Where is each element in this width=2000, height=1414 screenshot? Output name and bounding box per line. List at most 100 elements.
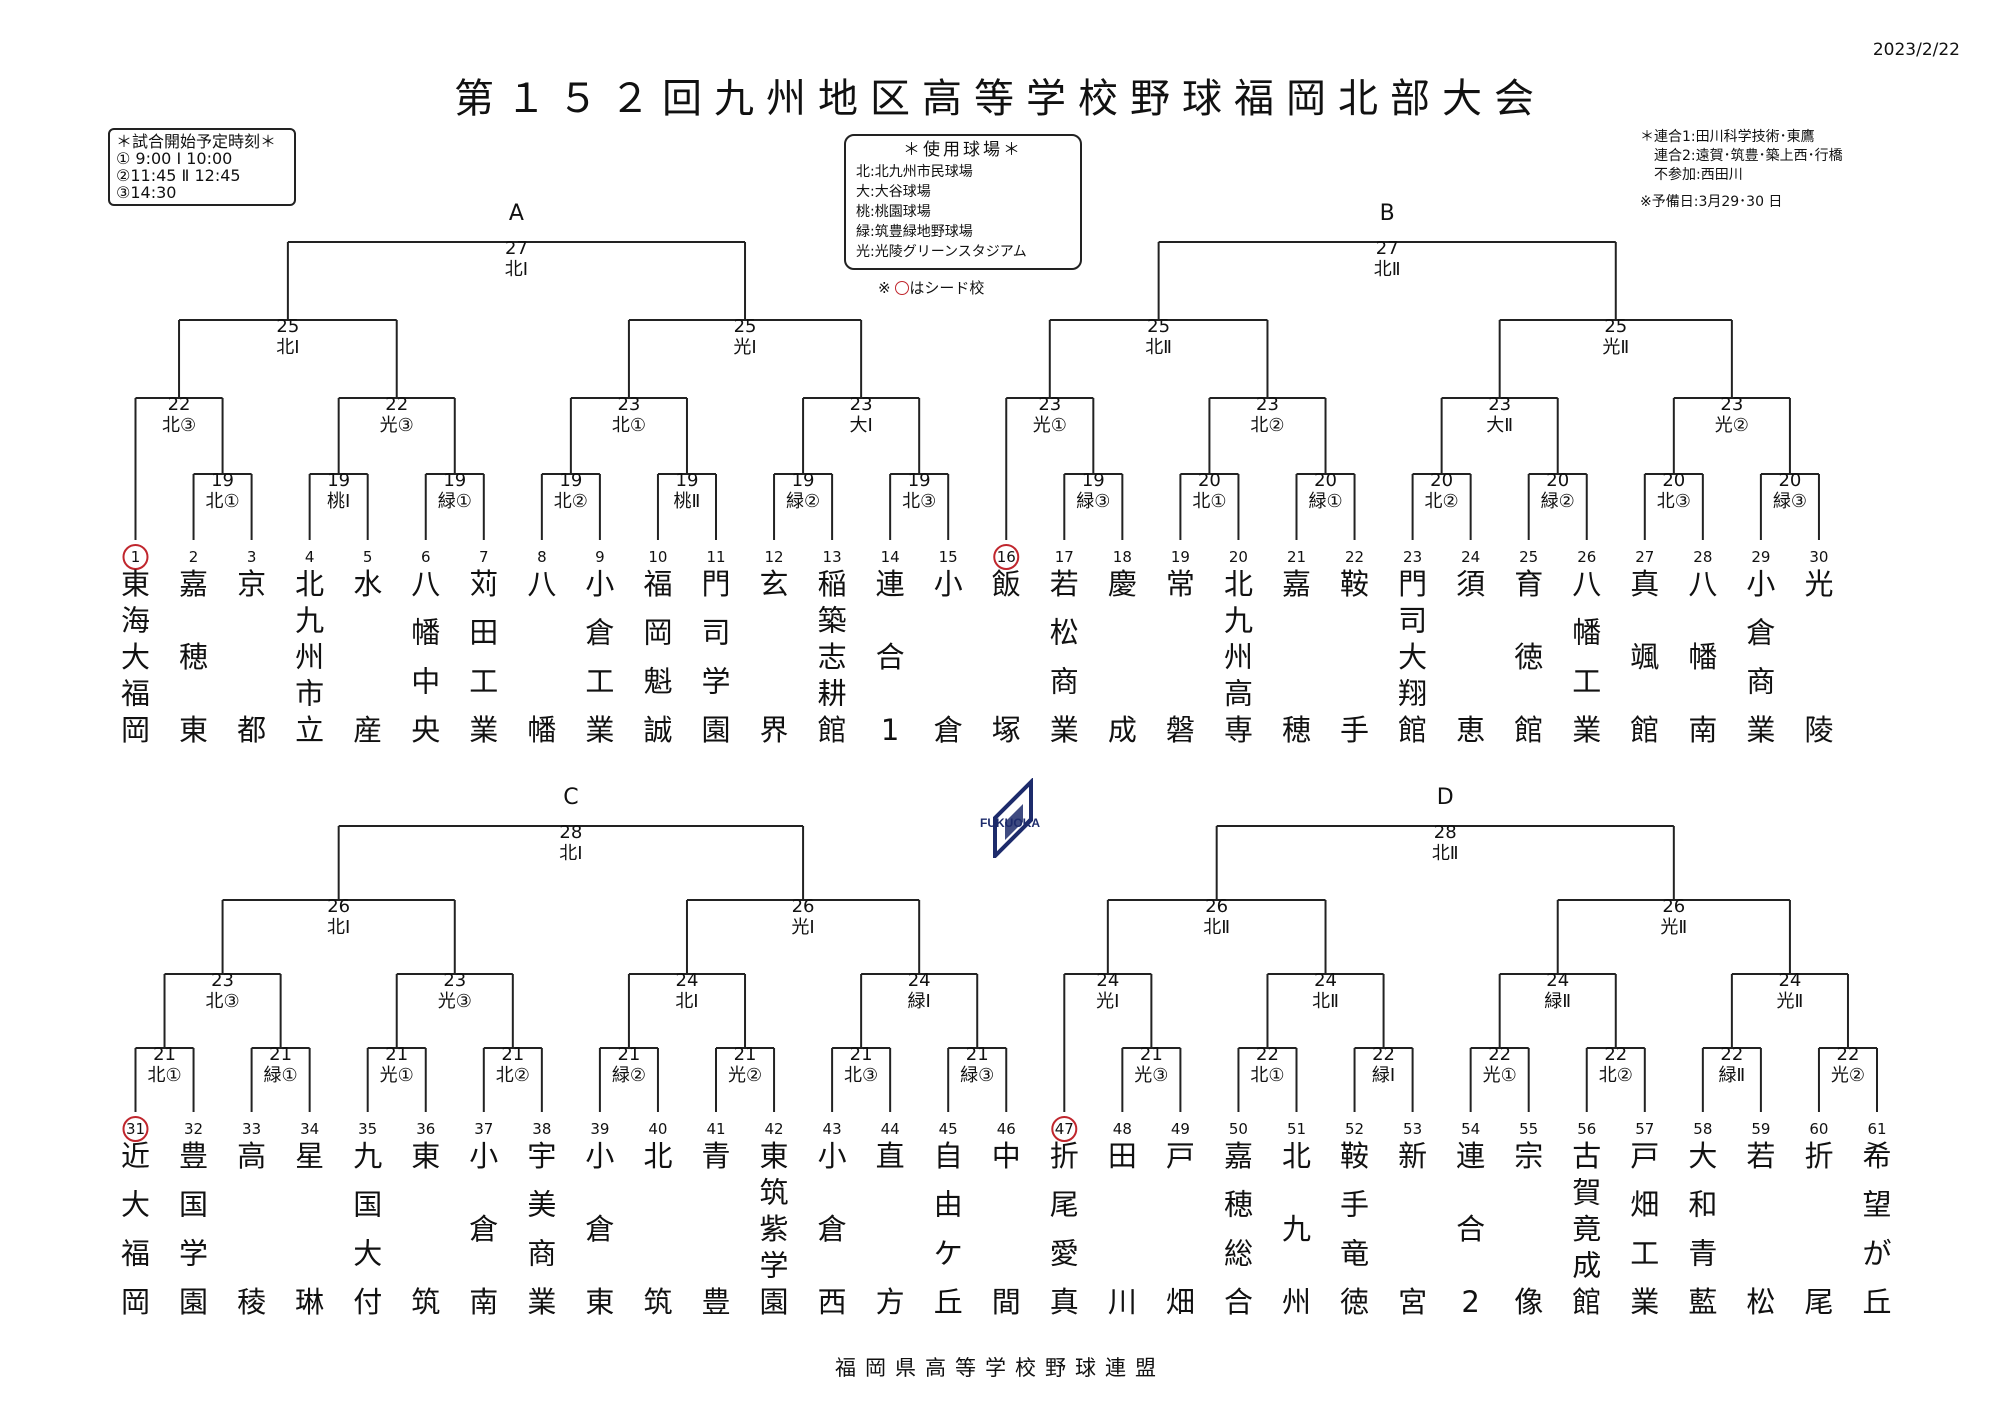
team-name-char: 工	[1572, 664, 1601, 698]
match-venue: 緑③	[1773, 491, 1807, 512]
team-name-char: 手	[1340, 713, 1369, 747]
match-date: 22	[1256, 1044, 1279, 1065]
team-number: 44	[881, 1120, 900, 1138]
team-number: 58	[1693, 1120, 1712, 1138]
team-name-char: 稜	[237, 1285, 266, 1319]
team-name-char: 嘉	[1282, 567, 1311, 601]
match-date: 28	[1434, 822, 1457, 843]
team-name-char: 大	[121, 1188, 150, 1222]
match-date: 24	[1778, 970, 1801, 991]
team-name-char: 業	[1050, 713, 1079, 747]
team-name-char: 海	[121, 604, 150, 638]
team-name-char: 館	[1572, 1285, 1601, 1319]
notes-box: ＊連合1:田川科学技術･東鷹 連合2:遠賀･筑豊･築上西･行橋 不参加:西田川 …	[1640, 128, 1843, 212]
team-name-char: 園	[760, 1285, 789, 1319]
match-date: 25	[1147, 316, 1170, 337]
team-name-char: 工	[1630, 1236, 1659, 1270]
team-name-char: 京	[237, 567, 266, 601]
team-name-char: 磐	[1166, 713, 1195, 747]
match-date: 20	[1778, 470, 1801, 491]
match-venue: 北Ⅰ	[276, 337, 299, 358]
team-name-char: 八	[527, 567, 556, 601]
team-number: 49	[1171, 1120, 1190, 1138]
match-venue: 北Ⅱ	[1374, 259, 1401, 280]
team-name-char: 園	[179, 1285, 208, 1319]
match-date: 21	[850, 1044, 873, 1065]
team-number: 38	[532, 1120, 551, 1138]
team-name-char: 幡	[527, 713, 556, 747]
team-name-char: 九	[1224, 604, 1253, 638]
team-name-char: 産	[353, 713, 382, 747]
team-name-char: 望	[1862, 1188, 1891, 1222]
team-name-char: 大	[1688, 1139, 1717, 1173]
team-name-char: 八	[411, 567, 440, 601]
team-name-char: 徳	[1340, 1285, 1369, 1319]
team-number: 23	[1403, 548, 1422, 566]
match-date: 21	[1140, 1044, 1163, 1065]
team-name-char: 倉	[1746, 616, 1775, 650]
match-venue: 光Ⅰ	[733, 337, 756, 358]
team-name-char: 真	[1630, 567, 1659, 601]
reserve-days: ※予備日:3月29･30 日	[1640, 194, 1783, 210]
team-name-char: 玄	[760, 567, 789, 601]
team-name-char: 学	[179, 1236, 208, 1270]
team-name-char: 州	[1224, 640, 1253, 674]
team-number: 8	[537, 548, 547, 566]
team-name-char: 中	[411, 664, 440, 698]
match-venue: 光①	[380, 1065, 414, 1086]
team-name-char: 飯	[992, 567, 1021, 601]
team-name-char: 鞍	[1340, 567, 1369, 601]
match-date: 21	[617, 1044, 640, 1065]
team-number: 48	[1113, 1120, 1132, 1138]
match-date: 21	[501, 1044, 524, 1065]
team-name-char: 丘	[934, 1285, 963, 1319]
match-date: 24	[676, 970, 699, 991]
team-name-char: 門	[701, 567, 730, 601]
match-date: 19	[1082, 470, 1105, 491]
team-name-char: 岡	[121, 713, 150, 747]
team-name-char: 小	[1746, 567, 1775, 601]
team-number: 17	[1055, 548, 1074, 566]
match-venue: 北①	[147, 1065, 181, 1086]
team-name-char: 嘉	[179, 567, 208, 601]
team-name-char: 魁	[643, 664, 672, 698]
team-name-char: 川	[1108, 1285, 1137, 1319]
match-date: 21	[269, 1044, 292, 1065]
team-number: 14	[881, 548, 900, 566]
team-name-char: 愛	[1050, 1236, 1079, 1270]
team-name-char: 岡	[121, 1285, 150, 1319]
team-name-char: 青	[701, 1139, 730, 1173]
team-number: 40	[648, 1120, 667, 1138]
team-name-char: 陵	[1804, 713, 1833, 747]
team-name-char: 館	[818, 713, 847, 747]
team-name-char: 成	[1572, 1249, 1601, 1283]
match-date: 23	[443, 970, 466, 991]
match-venue: 北Ⅰ	[559, 843, 582, 864]
team-name-char: 南	[469, 1285, 498, 1319]
team-name-char: 希	[1862, 1139, 1891, 1173]
team-name-char: 翔	[1398, 677, 1427, 711]
team-name-char: 光	[1804, 567, 1833, 601]
organizer-footer: 福岡県高等学校野球連盟	[835, 1356, 1165, 1380]
team-name-char: 業	[469, 713, 498, 747]
team-name-char: 宗	[1514, 1139, 1543, 1173]
match-date: 23	[1488, 394, 1511, 415]
team-name-char: 徳	[1514, 640, 1543, 674]
match-date: 25	[276, 316, 299, 337]
team-name-char: 工	[585, 664, 614, 698]
match-date: 26	[327, 896, 350, 917]
match-date: 19	[676, 470, 699, 491]
team-number: 51	[1287, 1120, 1306, 1138]
team-number: 31	[126, 1120, 145, 1138]
match-venue: 光③	[380, 415, 414, 436]
team-name-char: 育	[1514, 567, 1543, 601]
match-venue: 緑②	[786, 491, 820, 512]
team-number: 20	[1229, 548, 1248, 566]
team-name-char: 松	[1050, 616, 1079, 650]
venue-item: 光:光陵グリーンスタジアム	[856, 244, 1027, 260]
team-name-char: 九	[295, 604, 324, 638]
team-number: 32	[184, 1120, 203, 1138]
team-name-char: 豊	[179, 1139, 208, 1173]
match-venue: 北Ⅱ	[1312, 991, 1339, 1012]
